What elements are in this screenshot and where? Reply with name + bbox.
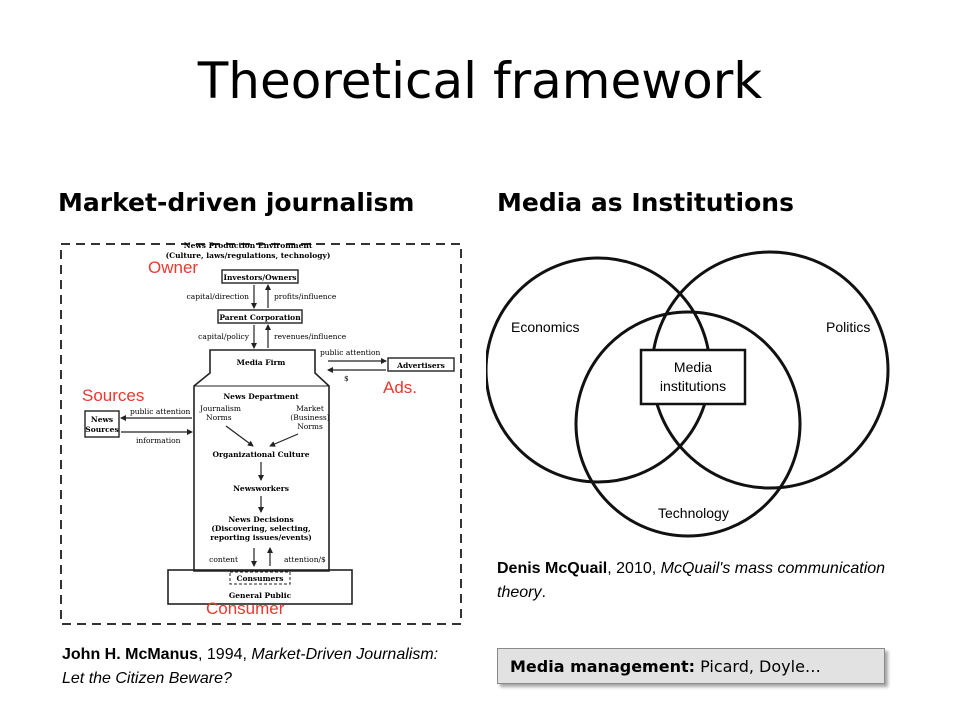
slide-title: Theoretical framework [197,52,763,110]
right-citation-end: . [541,584,546,601]
advertisers-label: Advertisers [396,361,445,370]
public-attention-adv-label: public attention [320,348,381,357]
capital-policy-label: capital/policy [198,332,250,341]
market-label: Market [296,404,324,413]
newsworkers-label: Newsworkers [233,484,289,493]
left-citation-author: John H. McManus [62,646,199,663]
news-sources-label-1: News [91,415,113,424]
right-citation: Denis McQuail, 2010, McQuail's mass comm… [497,557,897,605]
profits-influence-label: profits/influence [274,292,337,301]
norms-left-label: Norms [206,413,232,422]
institutions-label: institutions [660,378,726,394]
politics-label: Politics [826,319,870,335]
right-citation-year: , 2010, [607,560,661,577]
media-management-box: Media management: Picard, Doyle… [497,648,885,684]
investors-label: Investors/Owners [223,273,296,282]
env-title: News Production Environment [184,241,313,250]
owner-annotation: Owner [148,258,198,277]
investors-box [221,269,299,284]
revenues-influence-label: revenues/influence [274,332,347,341]
env-subtitle: (Culture, laws/regulations, technology) [166,251,331,260]
sources-annotation: Sources [82,386,144,405]
left-citation-year: , 1994, [198,646,252,663]
public-attention-src-label: public attention [130,407,191,416]
parent-box [217,309,303,324]
media-firm-label: Media Firm [237,358,286,367]
attention-money-label: attention/$ [284,555,326,564]
news-sources-box [84,410,120,438]
news-decisions-line1: (Discovering, selecting, [211,524,310,533]
ads-annotation: Ads. [383,378,417,397]
media-institutions-venn: Media institutions Economics Politics Te… [486,250,890,538]
media-institutions-box [639,348,747,406]
advertisers-box [387,357,455,372]
media-management-label: Media management: [510,657,695,676]
market-driven-journalism-diagram: News Production Environment (Culture, la… [60,241,462,625]
economics-label: Economics [511,319,579,335]
right-citation-author: Denis McQuail [497,560,608,577]
dollar-adv-label: $ [344,374,349,383]
left-citation-work: Market-Driven Journalism: Let the Citize… [62,646,439,687]
news-decisions-label: News Decisions [228,515,293,524]
media-label: Media [674,359,712,375]
business-label: (Business) [290,413,329,422]
consumers-label: Consumers [237,574,284,583]
technology-label: Technology [658,505,729,521]
right-citation-work: McQuail's mass communication theory [497,560,886,601]
news-department-label: News Department [223,392,299,401]
consumers-box [229,571,291,585]
arrow-market-culture [269,433,299,447]
right-column-heading: Media as Institutions [497,188,794,217]
norms-right-label: Norms [297,422,323,431]
news-decisions-line2: reporting issues/events) [210,533,312,542]
general-public-label: General Public [229,591,292,600]
org-culture-label: Organizational Culture [212,450,309,459]
arrow-journalism-culture [225,425,254,447]
news-sources-label-2: Sources [85,425,118,434]
dashed-frame [60,243,462,625]
consumer-annotation: Consumer [206,599,285,618]
content-label: content [209,555,238,564]
general-public-box [167,569,353,605]
journalism-label: Journalism [199,404,241,413]
parent-label: Parent Corporation [219,313,301,322]
left-column-heading: Market-driven journalism [58,188,415,217]
media-firm-shape [193,349,330,572]
information-label: information [136,436,181,445]
capital-direction-label: capital/direction [187,292,250,301]
technology-circle [574,310,802,538]
media-management-value: Picard, Doyle… [695,657,821,676]
left-citation: John H. McManus, 1994, Market-Driven Jou… [62,643,462,691]
